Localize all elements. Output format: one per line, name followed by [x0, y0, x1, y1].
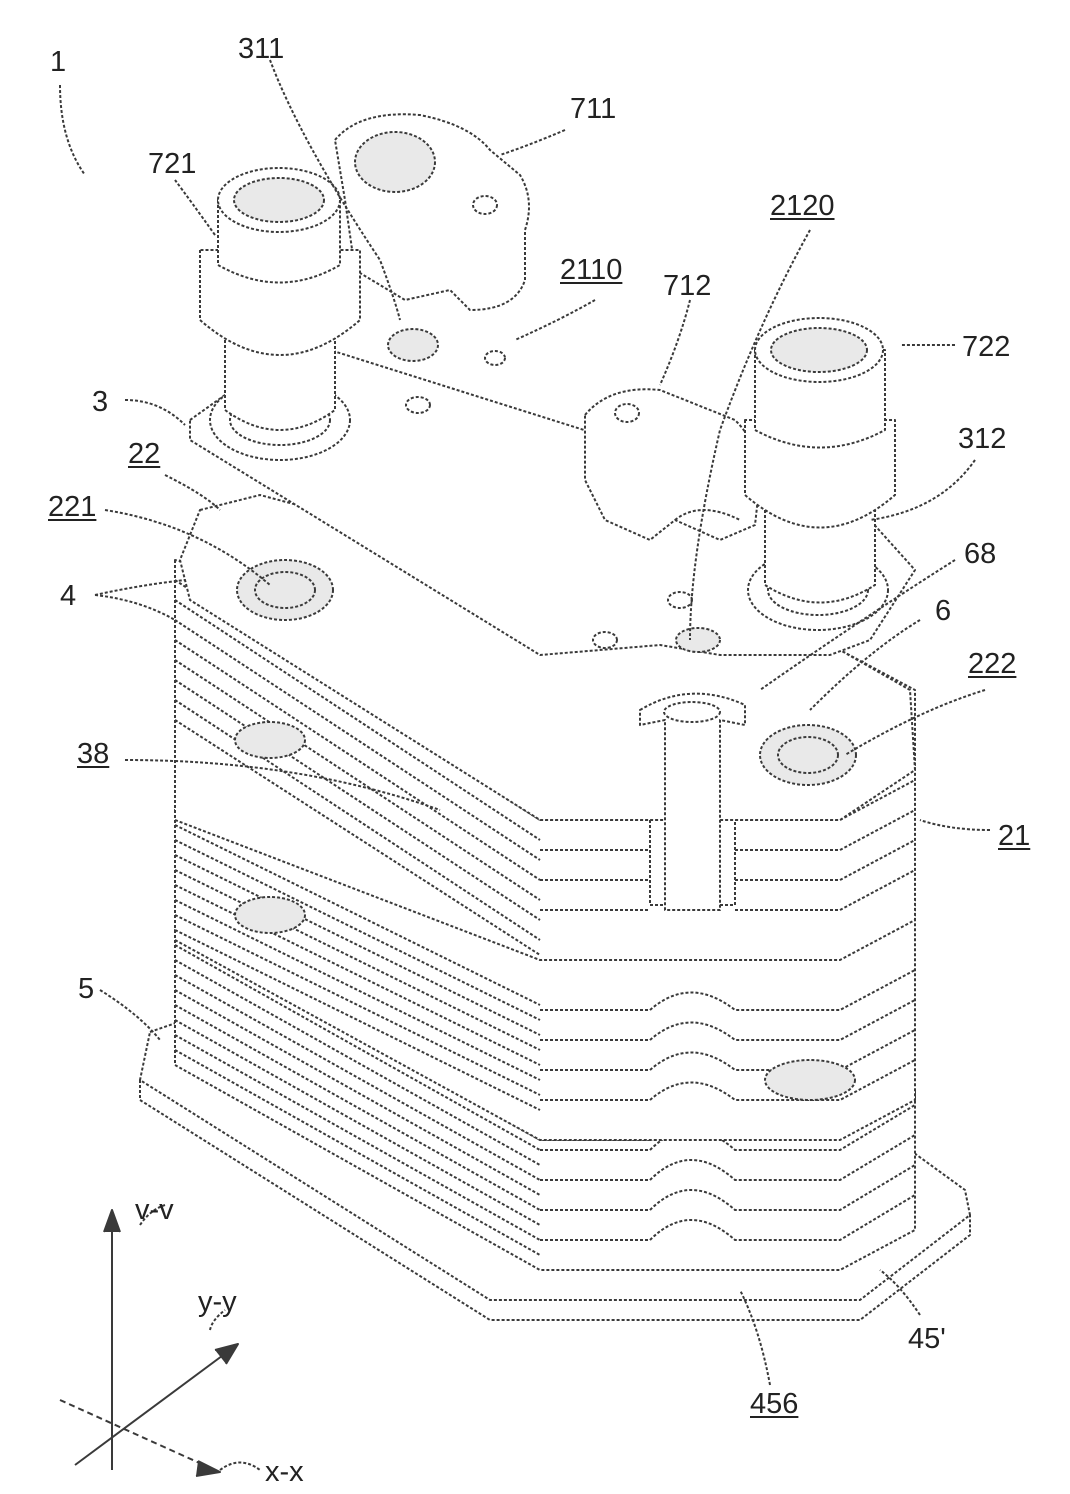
- label-6: 6: [935, 597, 951, 626]
- leader-4a: [95, 595, 175, 620]
- leader-712: [660, 300, 690, 385]
- label-4: 4: [60, 582, 76, 611]
- opening-221: [237, 560, 333, 620]
- label-221: 221: [48, 493, 96, 522]
- axis-label-y: y-y: [198, 1288, 237, 1317]
- label-45-prime: 45': [908, 1325, 946, 1354]
- label-312: 312: [958, 425, 1006, 454]
- label-38: 38: [77, 740, 109, 769]
- axis-label-x: x-x: [265, 1458, 304, 1487]
- leader-22: [165, 475, 220, 510]
- label-2110: 2110: [560, 256, 622, 285]
- leader-21: [920, 820, 990, 830]
- axis-label-v: v-v: [135, 1196, 174, 1225]
- fitting-722: [745, 318, 895, 630]
- label-5: 5: [78, 975, 94, 1004]
- label-711: 711: [570, 95, 616, 124]
- label-2120: 2120: [770, 192, 835, 221]
- leader-1: [60, 85, 85, 175]
- label-21: 21: [998, 822, 1030, 851]
- label-1: 1: [50, 48, 66, 77]
- label-222: 222: [968, 650, 1016, 679]
- leader-456: [740, 1290, 770, 1385]
- leader-3: [125, 400, 185, 425]
- leader-4b: [95, 580, 185, 595]
- label-721: 721: [148, 150, 196, 179]
- leader-711: [500, 130, 565, 155]
- label-311: 311: [238, 35, 284, 64]
- label-722: 722: [962, 333, 1010, 362]
- label-22: 22: [128, 440, 160, 469]
- label-68: 68: [964, 540, 996, 569]
- label-3: 3: [92, 388, 108, 417]
- opening-222: [760, 725, 856, 785]
- leader-2110: [515, 300, 595, 340]
- label-712: 712: [663, 272, 711, 301]
- fitting-721: [200, 168, 360, 460]
- label-456: 456: [750, 1390, 798, 1419]
- axis-y: [75, 1350, 230, 1465]
- leader-721: [175, 180, 215, 235]
- coordinate-axes: [60, 1205, 260, 1476]
